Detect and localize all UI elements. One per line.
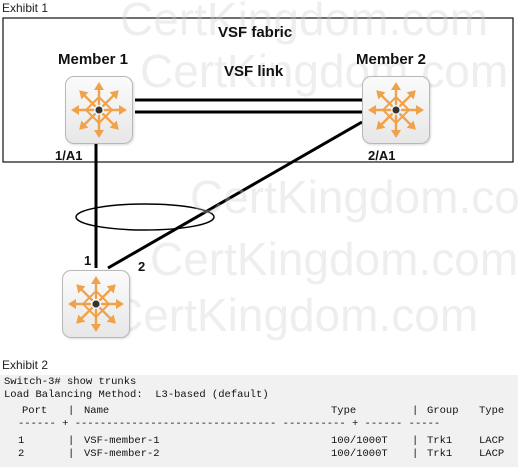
vsf-fabric-label: VSF fabric xyxy=(218,24,293,41)
member-1-port-label: 1/A1 xyxy=(55,148,83,163)
load-balancing-line: Load Balancing Method: L3-based (default… xyxy=(4,389,269,401)
col-sep: | xyxy=(412,448,419,460)
member-2-port-label: 2/A1 xyxy=(368,148,396,163)
cell-trunk-type: LACP xyxy=(479,435,505,447)
member-2-switch xyxy=(362,76,430,144)
col-header-group: Group xyxy=(427,405,459,417)
switch3-port-2-label: 2 xyxy=(138,259,146,274)
cell-group: Trk1 xyxy=(427,448,453,460)
cell-port: 1 xyxy=(18,435,25,447)
link-2-line xyxy=(107,120,363,270)
col-sep: | xyxy=(412,405,419,417)
col-header-name: Name xyxy=(84,405,110,417)
vsf-link-label: VSF link xyxy=(224,63,284,80)
member-1-label: Member 1 xyxy=(58,51,129,68)
switch-icon xyxy=(68,276,124,332)
col-sep: | xyxy=(68,405,75,417)
switch-icon xyxy=(71,82,127,138)
table-separator: ------ + -------------------------------… xyxy=(18,418,441,430)
col-sep: | xyxy=(68,448,75,460)
cell-trunk-type: LACP xyxy=(479,448,505,460)
network-diagram xyxy=(2,17,514,270)
cell-group: Trk1 xyxy=(427,435,453,447)
switch-icon xyxy=(368,82,424,138)
cell-name: VSF-member-1 xyxy=(84,435,160,447)
member-2-label: Member 2 xyxy=(356,51,427,68)
watermark: CertKingdom.com xyxy=(190,171,518,223)
cli-output: Switch-3# show trunks Load Balancing Met… xyxy=(0,375,518,467)
watermark: CertKingdom.com xyxy=(120,0,489,45)
exhibit-1-label: Exhibit 1 xyxy=(2,1,49,15)
col-header-type: Type xyxy=(331,405,357,417)
vsf-fabric-box xyxy=(2,17,514,163)
exhibit-2-label: Exhibit 2 xyxy=(2,358,49,372)
switch3-port-1-label: 1 xyxy=(84,253,92,268)
watermark: CertKingdom.com xyxy=(150,233,518,285)
watermark: CertKingdom.com xyxy=(140,45,509,97)
col-header-port: Port xyxy=(22,405,48,417)
member-1-switch xyxy=(65,76,133,144)
cell-port: 2 xyxy=(18,448,25,460)
switch-3 xyxy=(62,270,130,338)
cell-name: VSF-member-2 xyxy=(84,448,160,460)
cell-type: 100/1000T xyxy=(331,448,388,460)
col-sep: | xyxy=(68,435,75,447)
watermark: CertKingdom.com xyxy=(110,289,479,341)
col-header-trunk-type: Type xyxy=(479,405,505,417)
cli-prompt-line: Switch-3# show trunks xyxy=(4,376,137,388)
cell-type: 100/1000T xyxy=(331,435,388,447)
col-sep: | xyxy=(412,435,419,447)
lacp-trunk-ellipse xyxy=(75,203,215,231)
